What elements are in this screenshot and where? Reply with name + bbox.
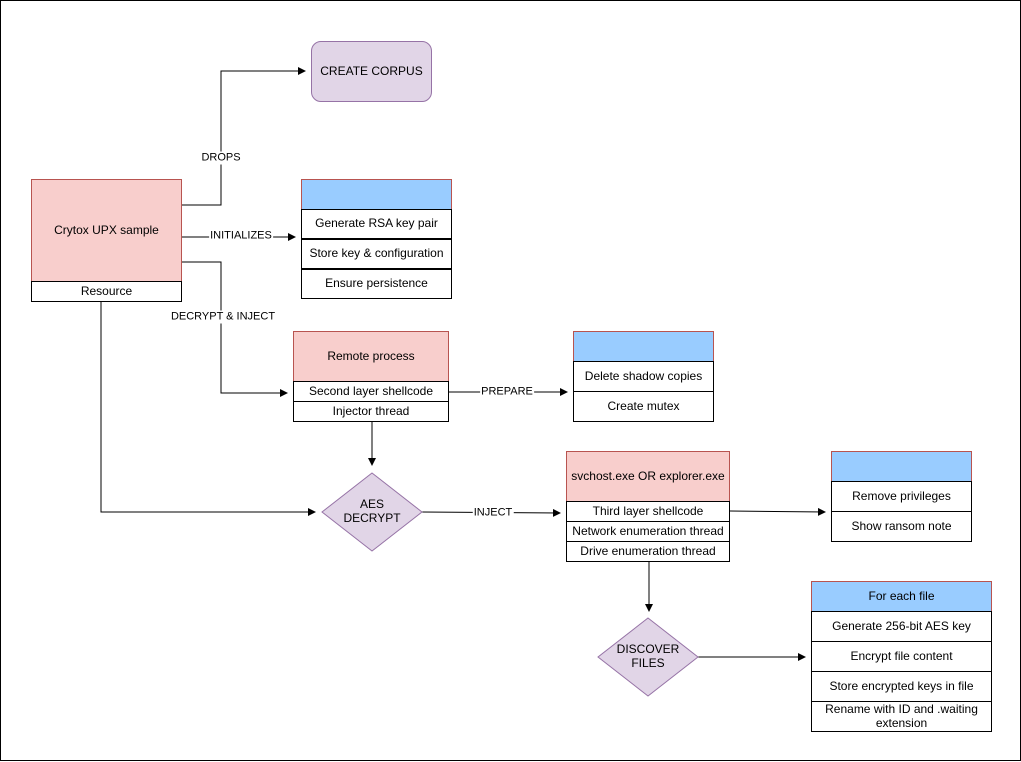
files-item-encrypt[interactable]: Encrypt file content <box>811 641 992 672</box>
init-item-rsa[interactable]: Generate RSA key pair <box>301 209 452 239</box>
remote-item-second-layer[interactable]: Second layer shellcode <box>293 381 449 402</box>
files-item-label: Generate 256-bit AES key <box>832 618 971 633</box>
files-group-header: For each file <box>811 581 992 612</box>
aes-decrypt-label: AES DECRYPT <box>343 497 401 525</box>
svchost-item-label: Network enumeration thread <box>572 523 724 538</box>
priv-item-label: Remove privileges <box>852 488 951 503</box>
svchost-item-network[interactable]: Network enumeration thread <box>566 521 730 542</box>
priv-item-ransom-note[interactable]: Show ransom note <box>831 511 972 542</box>
discover-files-label: DISCOVER FILES <box>616 642 680 670</box>
init-group-header <box>301 179 452 210</box>
files-item-label: Rename with ID and .waiting extension <box>825 701 978 730</box>
remote-item-label: Injector thread <box>332 403 410 418</box>
edge-label-decrypt-inject: DECRYPT & INJECT <box>169 310 277 324</box>
files-item-gen-key[interactable]: Generate 256-bit AES key <box>811 611 992 642</box>
resource-label: Resource <box>80 283 133 298</box>
edge-decrypt-inject <box>182 261 288 397</box>
edge-label-initializes: INITIALIZES <box>209 229 273 243</box>
svchost-item-label: Third layer shellcode <box>592 503 704 518</box>
create-corpus-node[interactable]: CREATE CORPUS <box>311 41 432 102</box>
init-item-store[interactable]: Store key & configuration <box>301 239 452 269</box>
create-corpus-label: CREATE CORPUS <box>320 63 423 78</box>
init-item-label: Store key & configuration <box>309 246 444 261</box>
edge-shellcode-to-priv <box>729 507 826 516</box>
remote-item-label: Second layer shellcode <box>308 383 434 398</box>
prepare-item-mutex[interactable]: Create mutex <box>573 391 714 422</box>
prepare-item-shadow[interactable]: Delete shadow copies <box>573 361 714 392</box>
init-item-persistence[interactable]: Ensure persistence <box>301 269 452 299</box>
prepare-item-label: Delete shadow copies <box>584 368 703 383</box>
edge-label-inject: INJECT <box>472 506 514 520</box>
resource-cell[interactable]: Resource <box>31 281 182 302</box>
svchost-title: svchost.exe OR explorer.exe <box>571 468 725 483</box>
files-item-store-keys[interactable]: Store encrypted keys in file <box>811 671 992 702</box>
remote-item-injector[interactable]: Injector thread <box>293 401 449 422</box>
files-item-label: Store encrypted keys in file <box>829 678 974 693</box>
crytox-sample-title: Crytox UPX sample <box>54 222 159 237</box>
crytox-sample-node[interactable]: Crytox UPX sample <box>31 179 182 282</box>
svchost-item-drive[interactable]: Drive enumeration thread <box>566 541 730 562</box>
edge-drops <box>182 67 306 206</box>
priv-group-header <box>831 451 972 482</box>
remote-process-title: Remote process <box>327 348 415 363</box>
files-group-title: For each file <box>868 588 935 603</box>
prepare-item-label: Create mutex <box>607 398 680 413</box>
files-item-rename[interactable]: Rename with ID and .waiting extension <box>811 701 992 732</box>
init-item-label: Ensure persistence <box>325 276 428 291</box>
priv-item-label: Show ransom note <box>851 518 952 533</box>
init-item-label: Generate RSA key pair <box>315 216 438 231</box>
svchost-item-third-layer[interactable]: Third layer shellcode <box>566 501 730 522</box>
edge-label-prepare: PREPARE <box>480 385 534 399</box>
prepare-group-header <box>573 331 714 362</box>
priv-item-remove[interactable]: Remove privileges <box>831 481 972 512</box>
remote-process-node[interactable]: Remote process <box>293 331 449 382</box>
files-item-label: Encrypt file content <box>850 648 953 663</box>
edge-resource-to-aes <box>100 302 316 516</box>
edge-label-drops: DROPS <box>200 151 242 165</box>
svchost-node[interactable]: svchost.exe OR explorer.exe <box>566 451 730 502</box>
svchost-item-label: Drive enumeration thread <box>580 543 716 558</box>
